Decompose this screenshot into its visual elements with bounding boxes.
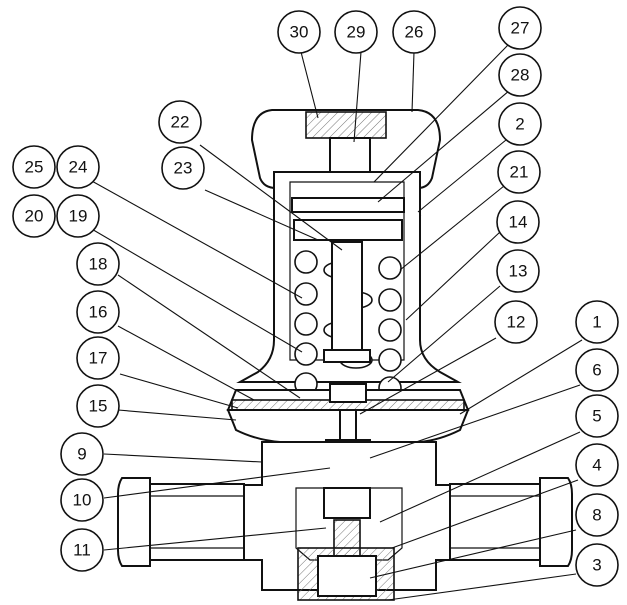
callout-26: 26 bbox=[392, 10, 436, 54]
bonnet-inner bbox=[289, 181, 405, 361]
callout-27: 27 bbox=[498, 6, 542, 50]
left-ferrule bbox=[117, 477, 151, 567]
bottom-plug bbox=[317, 555, 377, 597]
callout-1: 1 bbox=[575, 300, 619, 344]
valve-plug bbox=[323, 487, 371, 519]
label-1: 1 bbox=[592, 313, 601, 332]
label-9: 9 bbox=[77, 445, 86, 464]
leader-lines bbox=[89, 44, 583, 601]
callout-15: 15 bbox=[76, 384, 120, 428]
label-28: 28 bbox=[511, 66, 530, 85]
stem bbox=[331, 241, 363, 353]
label-14: 14 bbox=[509, 213, 528, 232]
label-21: 21 bbox=[510, 163, 529, 182]
label-2: 2 bbox=[515, 115, 524, 134]
label-27: 27 bbox=[511, 19, 530, 38]
label-29: 29 bbox=[347, 23, 366, 42]
callout-19: 19 bbox=[56, 194, 100, 238]
label-11: 11 bbox=[73, 541, 91, 560]
right-ferrule bbox=[539, 477, 573, 567]
label-13: 13 bbox=[509, 262, 528, 281]
callout-2: 2 bbox=[498, 102, 542, 146]
label-3: 3 bbox=[592, 556, 601, 575]
callout-3: 3 bbox=[575, 543, 619, 587]
label-17: 17 bbox=[89, 349, 108, 368]
label-12: 12 bbox=[507, 313, 526, 332]
label-16: 16 bbox=[89, 303, 108, 322]
upper-spring-plate bbox=[291, 197, 405, 213]
callout-17: 17 bbox=[76, 336, 120, 380]
label-26: 26 bbox=[405, 23, 424, 42]
callout-9: 9 bbox=[60, 432, 104, 476]
label-8: 8 bbox=[592, 506, 601, 525]
label-18: 18 bbox=[89, 255, 108, 274]
valve-body-group bbox=[117, 109, 573, 601]
callout-5: 5 bbox=[575, 394, 619, 438]
callout-13: 13 bbox=[496, 249, 540, 293]
callout-21: 21 bbox=[497, 150, 541, 194]
callout-12: 12 bbox=[494, 300, 538, 344]
callout-22: 22 bbox=[158, 100, 202, 144]
callout-4: 4 bbox=[575, 443, 619, 487]
callout-20: 20 bbox=[12, 194, 56, 238]
label-19: 19 bbox=[69, 207, 88, 226]
stem-nut bbox=[323, 349, 371, 363]
callout-25: 25 bbox=[12, 145, 56, 189]
label-22: 22 bbox=[171, 113, 190, 132]
label-6: 6 bbox=[592, 361, 601, 380]
label-20: 20 bbox=[25, 207, 44, 226]
callout-24: 24 bbox=[56, 145, 100, 189]
label-5: 5 bbox=[592, 407, 601, 426]
callout-14: 14 bbox=[496, 200, 540, 244]
callout-23: 23 bbox=[161, 146, 205, 190]
callout-30: 30 bbox=[277, 10, 321, 54]
callout-6: 6 bbox=[575, 348, 619, 392]
label-25: 25 bbox=[25, 158, 44, 177]
callout-8: 8 bbox=[575, 493, 619, 537]
label-23: 23 bbox=[174, 159, 193, 178]
callout-11: 11 bbox=[60, 528, 104, 572]
label-4: 4 bbox=[592, 456, 601, 475]
label-10: 10 bbox=[73, 491, 92, 510]
label-24: 24 bbox=[69, 158, 88, 177]
label-15: 15 bbox=[89, 397, 108, 416]
callout-16: 16 bbox=[76, 290, 120, 334]
callout-18: 18 bbox=[76, 242, 120, 286]
callout-29: 29 bbox=[334, 10, 378, 54]
center-nut bbox=[329, 383, 367, 403]
callout-10: 10 bbox=[60, 478, 104, 522]
label-30: 30 bbox=[290, 23, 309, 42]
callout-28: 28 bbox=[498, 53, 542, 97]
cap-insert bbox=[305, 111, 387, 139]
